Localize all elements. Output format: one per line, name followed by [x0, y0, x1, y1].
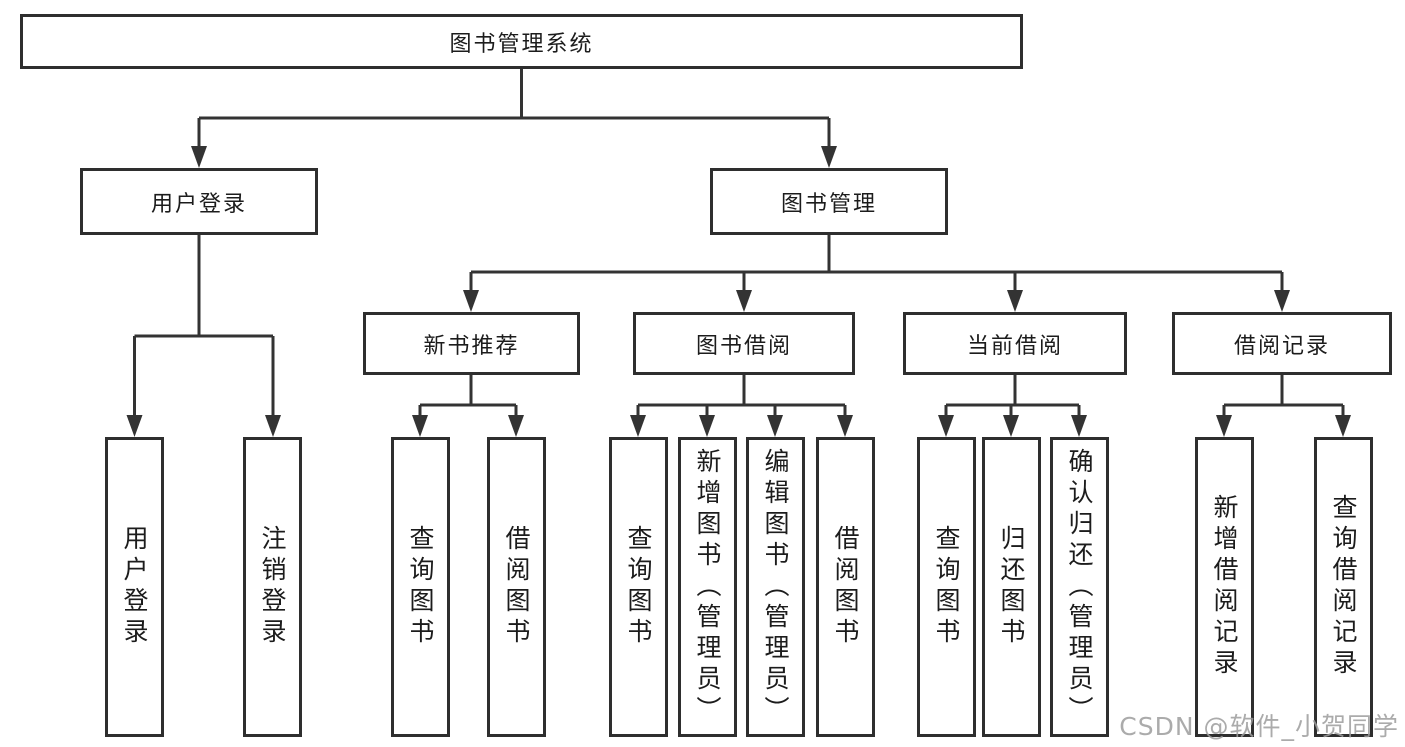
leaf-label: 查询图书	[624, 525, 653, 649]
node-user-login-branch: 用户登录	[80, 168, 318, 235]
leaf-label: 借阅图书	[502, 525, 531, 649]
arrowhead-icon	[463, 290, 479, 312]
leaf-label: 编辑图书（管理员）	[761, 447, 790, 727]
arrowhead-icon	[767, 415, 783, 437]
leaf-user-login: 用户登录	[105, 437, 164, 737]
leaf-return-books: 归还图书	[982, 437, 1041, 737]
leaf-label: 新增图书（管理员）	[693, 447, 722, 727]
node-label: 用户登录	[150, 191, 247, 217]
leaf-edit-books-admin: 编辑图书（管理员）	[746, 437, 805, 737]
node-new-book-recommend: 新书推荐	[363, 312, 580, 375]
arrowhead-icon	[191, 146, 207, 168]
leaf-label: 注销登录	[258, 525, 287, 649]
leaf-add-borrow-record: 新增借阅记录	[1195, 437, 1254, 737]
leaf-label: 查询图书	[932, 525, 961, 649]
leaf-label: 归还图书	[997, 525, 1026, 649]
arrowhead-icon	[699, 415, 715, 437]
arrowhead-icon	[630, 415, 646, 437]
node-label: 借阅记录	[1233, 333, 1330, 359]
arrowhead-icon	[1007, 290, 1023, 312]
leaf-label: 查询借阅记录	[1329, 494, 1358, 680]
arrowhead-icon	[938, 415, 954, 437]
arrowhead-icon	[837, 415, 853, 437]
arrowhead-icon	[1216, 415, 1232, 437]
node-borrow-records: 借阅记录	[1172, 312, 1392, 375]
leaf-label: 确认归还（管理员）	[1065, 447, 1094, 727]
watermark-text: CSDN @软件_小贺同学	[1119, 712, 1399, 741]
leaf-label: 用户登录	[120, 525, 149, 649]
leaf-label: 新增借阅记录	[1210, 494, 1239, 680]
leaf-label: 借阅图书	[831, 525, 860, 649]
node-root-label: 图书管理系统	[449, 31, 594, 57]
node-label: 图书借阅	[695, 333, 792, 359]
leaf-query-books: 查询图书	[391, 437, 450, 737]
arrowhead-icon	[1071, 415, 1087, 437]
leaf-query-books: 查询图书	[609, 437, 668, 737]
leaf-query-borrow-record: 查询借阅记录	[1314, 437, 1373, 737]
arrowhead-icon	[1335, 415, 1351, 437]
arrowhead-icon	[412, 415, 428, 437]
arrowhead-icon	[821, 146, 837, 168]
leaf-confirm-return-admin: 确认归还（管理员）	[1050, 437, 1109, 737]
arrowhead-icon	[736, 290, 752, 312]
leaf-query-books: 查询图书	[917, 437, 976, 737]
node-label: 当前借阅	[966, 333, 1063, 359]
node-book-borrow: 图书借阅	[633, 312, 855, 375]
node-current-borrow: 当前借阅	[903, 312, 1127, 375]
leaf-add-books-admin: 新增图书（管理员）	[678, 437, 737, 737]
leaf-borrow-books: 借阅图书	[816, 437, 875, 737]
node-label: 新书推荐	[423, 333, 520, 359]
leaf-logout: 注销登录	[243, 437, 302, 737]
arrowhead-icon	[1274, 290, 1290, 312]
node-label: 图书管理	[780, 191, 877, 217]
leaf-label: 查询图书	[406, 525, 435, 649]
leaf-borrow-books: 借阅图书	[487, 437, 546, 737]
arrowhead-icon	[1003, 415, 1019, 437]
arrowhead-icon	[126, 415, 143, 437]
arrowhead-icon	[508, 415, 524, 437]
node-root: 图书管理系统	[20, 14, 1023, 69]
node-book-management-branch: 图书管理	[710, 168, 948, 235]
arrowhead-icon	[265, 415, 281, 437]
